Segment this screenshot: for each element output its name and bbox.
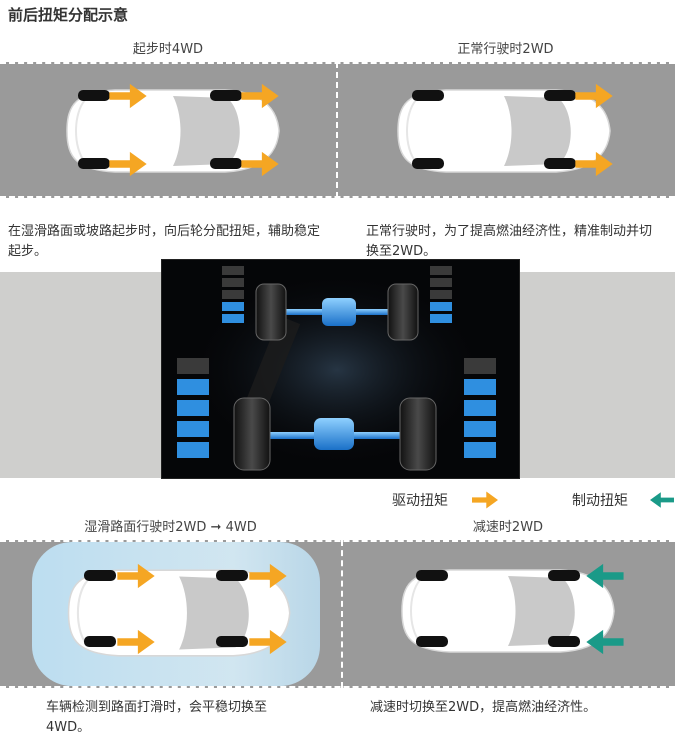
drive-arrow-icon [116, 562, 156, 590]
wheel-rear-right [548, 636, 580, 647]
scene-caption-normal-2wd: 正常行驶时2WD [457, 42, 554, 57]
scene-caption-slippery-2wd-4wd: 湿滑路面行驶时2WD ➞ 4WD [84, 520, 257, 535]
scene-description-normal-2wd: 正常行驶时，为了提高燃油经济性，精准制动并切换至2WD。 [366, 224, 653, 259]
scene-description-start-4wd: 在湿滑路面或坡路起步时，向后轮分配扭矩，辅助稳定起步。 [8, 224, 321, 259]
drive-arrow-icon [472, 490, 498, 510]
wheel-front-right [78, 158, 110, 169]
torque-meter-front-right [464, 358, 496, 458]
wheel-front-left [412, 90, 444, 101]
legend-drive-label: 驱动扭矩 [392, 493, 448, 509]
wheel-rear-left [544, 90, 576, 101]
brake-arrow-icon [586, 628, 624, 656]
torque-meter-rear-left [222, 266, 244, 323]
wheel-front-right [416, 636, 448, 647]
wheel-rear-right [216, 636, 248, 647]
drive-arrow-icon [108, 82, 148, 110]
scene-description-decel: 减速时切换至2WD，提高燃油经济性。 [370, 700, 597, 715]
torque-meter-rear-right [430, 266, 452, 323]
wheel-front-left [84, 570, 116, 581]
wheel-rear-right [544, 158, 576, 169]
wheel-front-left [416, 570, 448, 581]
drive-arrow-icon [248, 628, 288, 656]
drive-arrow-icon [108, 150, 148, 178]
wheel-rear-left [548, 570, 580, 581]
scene-caption-decel-2wd: 减速时2WD [472, 520, 544, 535]
wheel-front-right [412, 158, 444, 169]
drive-arrow-icon [240, 150, 280, 178]
legend-drive-torque: 驱动扭矩 [392, 490, 448, 510]
brake-arrow-icon [586, 562, 624, 590]
legend-brake-label: 制动扭矩 [572, 493, 628, 509]
wheel-rear-left [216, 570, 248, 581]
wheel-rear-left [210, 90, 242, 101]
drive-arrow-icon [574, 150, 614, 178]
watermark: 汽车之家 [618, 714, 662, 727]
legend-brake-torque: 制动扭矩 [572, 490, 628, 510]
brake-arrow-icon [650, 490, 674, 510]
torque-meter-front-left [177, 358, 209, 458]
scene-description-slippery: 车辆检测到路面打滑时，会平稳切换至4WD。 [46, 700, 268, 735]
page-title: 前后扭矩分配示意 [8, 6, 129, 24]
drivetrain-diagram [187, 270, 487, 471]
drive-arrow-icon [574, 82, 614, 110]
drive-arrow-icon [248, 562, 288, 590]
wheel-rear-right [210, 158, 242, 169]
scene-caption-start-4wd: 起步时4WD [132, 42, 204, 57]
drive-arrow-icon [116, 628, 156, 656]
drive-arrow-icon [240, 82, 280, 110]
wheel-front-left [78, 90, 110, 101]
wheel-front-right [84, 636, 116, 647]
drivetrain-panel [161, 259, 520, 479]
